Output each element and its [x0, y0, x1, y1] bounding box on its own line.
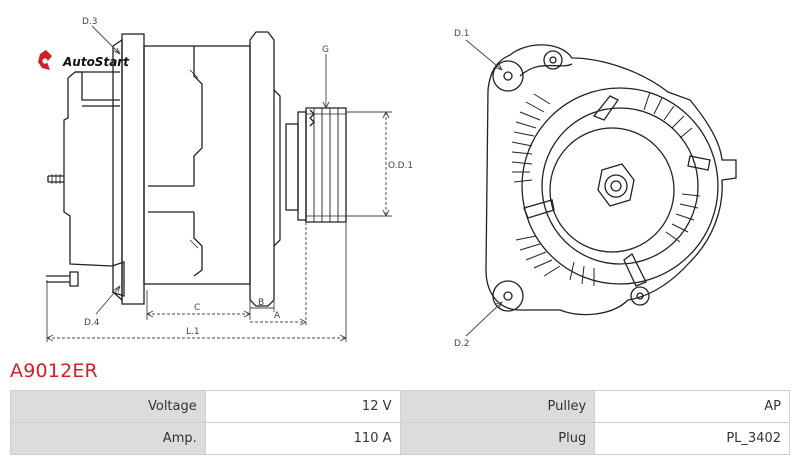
label-g: G — [322, 45, 329, 55]
spec-value: 110 A — [204, 422, 401, 455]
mount-hole-d2 — [492, 280, 524, 312]
label-od1: O.D.1 — [388, 161, 413, 171]
spec-key: Voltage — [10, 390, 206, 423]
label-d1: D.1 — [454, 29, 470, 39]
alternator-technical-drawing: AutoStart — [38, 17, 737, 349]
logo-flame-icon — [38, 50, 52, 70]
autostart-logo: AutoStart — [38, 50, 130, 70]
label-d4: D.4 — [84, 318, 100, 328]
spec-key: Plug — [399, 422, 596, 455]
logo-text: AutoStart — [62, 55, 130, 69]
label-a: A — [274, 311, 281, 321]
pulley-nut — [597, 163, 635, 207]
side-dimension-lines — [46, 25, 392, 342]
front-dimension-lines — [465, 39, 503, 337]
mount-hole-d1 — [492, 60, 524, 92]
table-row: Amp. 110 A Plug PL_3402 — [10, 422, 790, 455]
alternator-front-view — [485, 44, 737, 316]
label-b: B — [258, 298, 264, 308]
table-row: Voltage 12 V Pulley AP — [10, 390, 790, 423]
label-d2: D.2 — [454, 339, 470, 349]
alternator-side-view — [46, 31, 347, 307]
spec-value: PL_3402 — [594, 422, 790, 455]
fan-slots — [511, 91, 701, 286]
label-c: C — [194, 303, 200, 313]
pulley-grooves — [305, 107, 347, 223]
part-number-title: A9012ER — [10, 360, 98, 382]
label-l1: L.1 — [186, 327, 200, 337]
label-d3: D.3 — [82, 17, 98, 27]
spec-value: 12 V — [204, 390, 401, 423]
spec-table: Voltage 12 V Pulley AP Amp. 110 A Plug P… — [10, 390, 790, 455]
spec-key: Amp. — [10, 422, 206, 455]
spec-value: AP — [594, 390, 790, 423]
spec-key: Pulley — [399, 390, 596, 423]
